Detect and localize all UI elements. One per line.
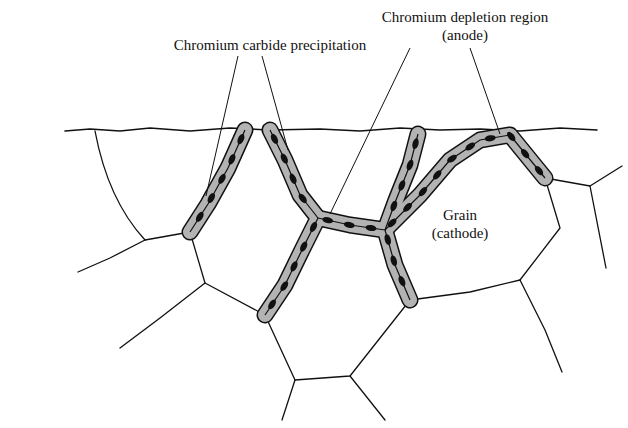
- carbide-particle: [308, 221, 318, 234]
- grain-boundary: [95, 131, 145, 240]
- carbide-particle: [297, 192, 309, 204]
- carbide-particle: [267, 298, 278, 310]
- carbide-particle: [484, 134, 496, 142]
- carbide-particle: [236, 133, 246, 145]
- grain-boundary: [270, 130, 318, 218]
- carbide-particle: [397, 275, 407, 287]
- carbide-particle: [227, 153, 237, 165]
- grain-boundary: [520, 178, 560, 280]
- carbide-particle: [383, 234, 392, 246]
- carbide-particle: [405, 159, 415, 171]
- carbide-particle: [217, 173, 228, 186]
- carbide-particle: [289, 260, 299, 273]
- depletion-band: [270, 130, 318, 218]
- grain-boundary: [350, 376, 385, 420]
- depletion-band-outline: [265, 218, 318, 315]
- carbide-particle: [397, 179, 407, 191]
- carbide-particle: [299, 240, 309, 253]
- leader-line: [330, 48, 410, 214]
- carbide-particle: [279, 152, 289, 165]
- grain-boundary: [120, 283, 205, 348]
- leader-line: [470, 48, 500, 134]
- grain-boundary: [385, 134, 418, 230]
- corroded-boundaries: [190, 130, 545, 315]
- carbide-particle: [431, 169, 443, 181]
- carbide-particle: [389, 255, 398, 267]
- label: Chromium carbide precipitation: [120, 36, 420, 54]
- grain-boundaries: [65, 128, 622, 420]
- grain-boundary: [410, 280, 520, 300]
- grain-boundary: [545, 178, 606, 268]
- carbide-particle: [343, 221, 355, 229]
- carbide-particle: [288, 173, 298, 185]
- label: Chromium depletion region (anode): [380, 8, 550, 44]
- grain-boundary: [590, 166, 622, 186]
- carbide-particle: [322, 216, 334, 224]
- grain-boundary: [78, 240, 145, 272]
- carbide-particle: [194, 211, 205, 223]
- carbide-particle: [386, 217, 398, 229]
- leader-line: [206, 56, 238, 196]
- depletion-band-outline: [270, 130, 318, 218]
- carbide-particle: [365, 224, 377, 231]
- carbide-particle: [446, 153, 458, 164]
- carbide-particle: [279, 280, 290, 292]
- carbide-particle: [533, 164, 545, 176]
- carbide-particle: [417, 185, 429, 197]
- grain-boundary: [520, 280, 562, 372]
- carbide-particle: [389, 200, 398, 212]
- leader-lines: [206, 48, 500, 214]
- carbide-particle: [269, 133, 279, 146]
- leader-line: [262, 56, 288, 150]
- depletion-band: [265, 218, 318, 315]
- carbide-particle: [464, 141, 476, 152]
- carbide-particle: [411, 138, 420, 150]
- grain-boundary: [265, 218, 318, 315]
- label: Grain (cathode): [420, 206, 500, 242]
- grain-boundary: [282, 380, 295, 420]
- grain-boundary: [190, 232, 265, 315]
- carbide-particle: [206, 192, 217, 205]
- carbide-particle: [402, 201, 414, 213]
- carbide-particle: [505, 130, 517, 142]
- grain-boundary: [265, 300, 410, 380]
- carbide-particle: [519, 147, 531, 159]
